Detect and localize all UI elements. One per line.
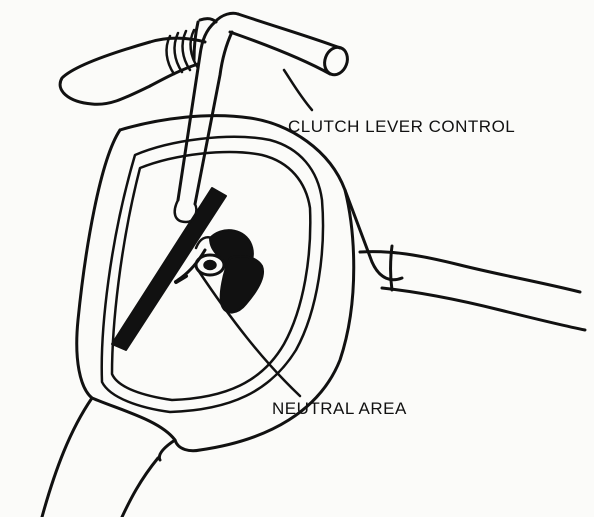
clutch-leader-line	[284, 70, 312, 110]
right-handlebar-tube	[360, 246, 585, 330]
clutch-lever-grip	[215, 13, 351, 78]
neutral-area-label: NEUTRAL AREA	[272, 400, 407, 417]
lever-rod-base	[175, 200, 197, 222]
clutch-lever-rod	[178, 19, 232, 204]
clutch-lever-control-label: CLUTCH LEVER CONTROL	[288, 118, 515, 135]
